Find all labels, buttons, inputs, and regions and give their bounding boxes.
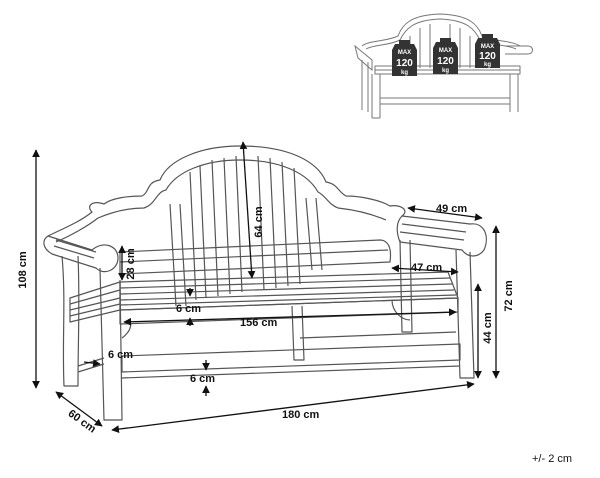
label-seat-thickness: 6 cm — [176, 303, 201, 315]
weight-tag-unit: kg — [442, 68, 449, 74]
label-leg-width: 6 cm — [108, 349, 133, 361]
weight-tag-value: 120 — [437, 56, 454, 67]
label-total-height: 108 cm — [17, 251, 29, 289]
weight-tag-max-label: MAX — [398, 50, 411, 56]
label-seat-height: 44 cm — [482, 312, 494, 343]
weight-tag-max-label: MAX — [439, 48, 452, 54]
label-seat-width: 156 cm — [240, 317, 278, 329]
label-total-width: 180 cm — [282, 409, 320, 421]
weight-tag-max-label: MAX — [481, 44, 494, 50]
label-arm-depth: 49 cm — [436, 203, 467, 215]
main-bench — [43, 145, 487, 421]
label-stretcher-height: 6 cm — [190, 373, 215, 385]
weight-tag-1: MAX 120 kg — [392, 40, 417, 76]
tolerance-note: +/- 2 cm — [532, 453, 572, 465]
weight-tag-2: MAX 120 kg — [433, 38, 458, 74]
label-seat-depth: 47 cm — [411, 262, 442, 274]
label-armrest-height: 72 cm — [503, 280, 515, 311]
weight-tag-value: 120 — [396, 58, 413, 69]
dimension-lines — [32, 141, 500, 433]
label-back-gap: 28 cm — [125, 248, 137, 279]
label-back-height: 64 cm — [253, 206, 265, 237]
weight-tag-unit: kg — [484, 62, 491, 68]
weight-tag-3: MAX 120 kg — [475, 34, 500, 68]
weight-tag-unit: kg — [401, 70, 408, 76]
weight-tag-value: 120 — [479, 51, 496, 62]
